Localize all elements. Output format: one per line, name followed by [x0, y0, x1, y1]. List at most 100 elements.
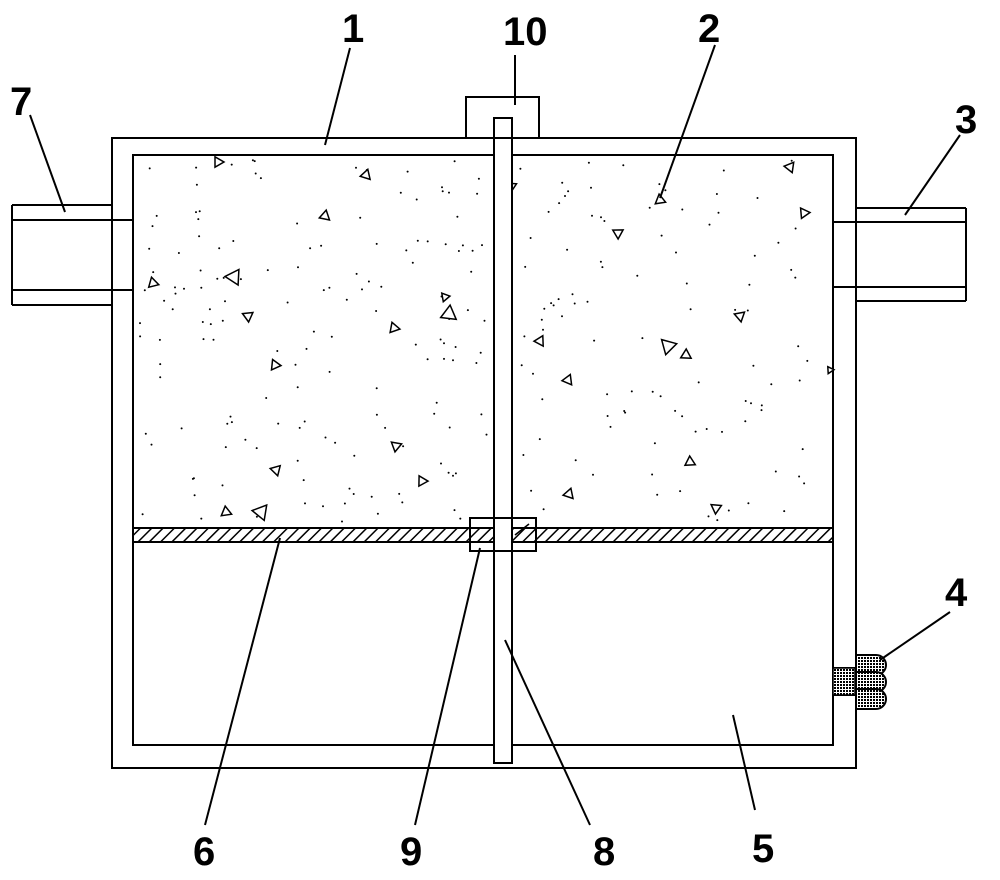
media-dot: [721, 430, 723, 433]
media-dot: [148, 247, 151, 250]
label-4: 4: [945, 571, 968, 615]
media-dot: [309, 247, 312, 250]
media-dot: [567, 190, 570, 193]
media-dot: [641, 337, 644, 340]
media-dot: [679, 490, 682, 493]
media-dot: [159, 363, 162, 366]
media-dot: [398, 492, 401, 495]
media-dot: [155, 214, 158, 217]
media-dot: [139, 335, 142, 338]
media-dot: [530, 489, 533, 492]
media-dot: [370, 495, 373, 498]
media-dot: [459, 517, 462, 520]
media-dot: [226, 422, 229, 425]
media-dot: [448, 426, 451, 429]
media-dot: [790, 268, 793, 271]
media-dot: [564, 195, 566, 197]
media-dot: [722, 169, 725, 172]
media-dot: [760, 404, 763, 407]
media-dot: [209, 323, 212, 326]
media-dot: [139, 322, 141, 325]
media-particle: [826, 365, 836, 375]
media-dot: [674, 409, 677, 412]
media-dot: [681, 208, 684, 211]
media-dot: [328, 286, 331, 289]
media-dot: [623, 410, 626, 412]
media-dot: [456, 215, 459, 218]
media-dot: [542, 328, 544, 331]
media-dot: [734, 308, 737, 311]
media-dot: [353, 454, 356, 457]
media-dot: [384, 426, 387, 429]
media-dot: [296, 386, 299, 389]
media-dot: [239, 278, 242, 281]
media-dot: [143, 289, 146, 292]
media-particle: [358, 167, 372, 181]
media-dot: [251, 159, 254, 162]
central-shaft: [493, 117, 513, 764]
media-dot: [753, 254, 756, 257]
media-particle: [799, 206, 812, 220]
inlet-pipe: [11, 204, 133, 306]
media-dot: [177, 252, 180, 254]
media-particle: [270, 358, 283, 372]
media-particle: [220, 504, 233, 517]
media-dot: [298, 426, 301, 429]
media-dot: [296, 222, 299, 225]
media-dot: [324, 436, 327, 439]
media-dot: [224, 300, 226, 303]
media-dot: [201, 321, 204, 323]
label-1: 1: [342, 7, 364, 51]
media-dot: [276, 350, 279, 352]
media-dot: [401, 501, 404, 504]
media-dot: [457, 250, 460, 252]
media-dot: [485, 433, 488, 436]
media-dot: [697, 381, 700, 384]
media-dot: [221, 484, 224, 487]
media-dot: [653, 442, 656, 445]
media-dot: [540, 318, 543, 321]
media-dot: [312, 330, 315, 333]
media-dot: [461, 244, 464, 247]
media-dot: [230, 421, 233, 424]
media-dot: [591, 214, 593, 217]
media-dot: [770, 383, 773, 386]
media-dot: [352, 493, 355, 495]
media-dot: [664, 189, 667, 192]
media-dot: [476, 192, 479, 195]
media-dot: [541, 398, 544, 401]
media-dot: [715, 193, 718, 195]
media-dot: [330, 335, 333, 338]
media-dot: [756, 197, 759, 199]
media-dot: [416, 239, 419, 242]
media-dot: [806, 359, 809, 362]
media-dot: [797, 345, 800, 348]
media-dot: [557, 298, 560, 301]
leader-lines: [29, 44, 961, 826]
media-particle: [389, 320, 402, 334]
media-dot: [433, 412, 436, 415]
media-particle: [782, 161, 795, 174]
media-dot: [305, 347, 308, 350]
media-dot: [197, 218, 200, 221]
media-dot: [694, 430, 697, 433]
media-particle: [683, 454, 697, 467]
media-dot: [777, 241, 780, 244]
media-dot: [593, 339, 596, 342]
media-dot: [414, 343, 417, 346]
media-dot: [689, 308, 692, 311]
media-dot: [328, 370, 331, 373]
media-dot: [603, 220, 606, 222]
media-dot: [216, 277, 219, 280]
media-dot: [183, 287, 185, 290]
media-particle: [439, 303, 458, 321]
media-dot: [443, 357, 445, 360]
media-dot: [359, 216, 362, 219]
media-dot: [230, 163, 233, 166]
media-dot: [466, 309, 469, 312]
media-dot: [601, 266, 604, 269]
media-dot: [717, 211, 720, 214]
drain-valve: [832, 654, 887, 710]
outlet-pipe: [833, 207, 967, 302]
